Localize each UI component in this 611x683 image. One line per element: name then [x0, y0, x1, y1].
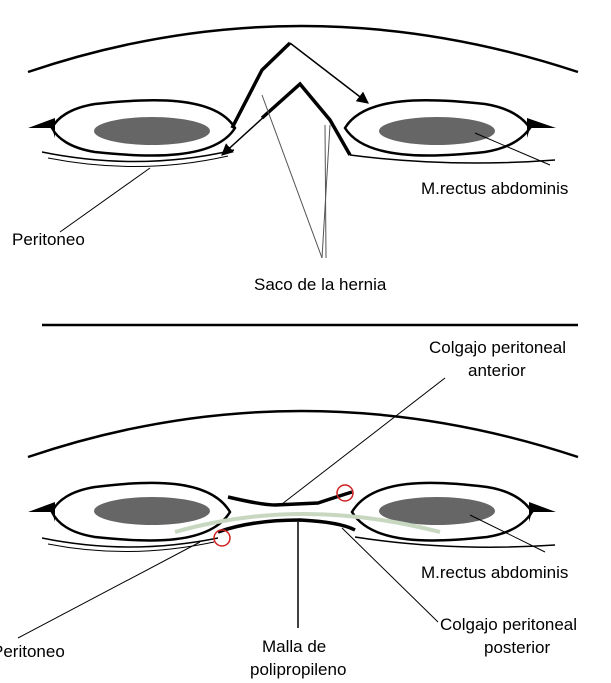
bottom-label-colgajo-anterior-2: anterior	[468, 361, 526, 380]
top-leader-saco-3	[325, 125, 326, 258]
bottom-anterior-flap	[228, 492, 352, 505]
bottom-skin-arc	[28, 411, 578, 457]
bottom-label-malla-1: Malla de	[262, 637, 326, 656]
top-arrow-right	[290, 43, 368, 103]
top-leader-saco-1	[262, 95, 322, 258]
top-left-lateral-point	[28, 118, 55, 138]
top-left-muscle	[94, 117, 210, 145]
bottom-right-lateral-point	[529, 502, 556, 522]
bottom-label-peritoneo: Peritoneo	[0, 642, 65, 661]
top-arrow-left	[222, 84, 300, 155]
top-leader-peritoneo	[60, 168, 150, 232]
top-right-muscle	[379, 117, 495, 145]
bottom-label-colgajo-anterior-1: Colgajo peritoneal	[429, 338, 566, 357]
top-label-rectus: M.rectus abdominis	[421, 179, 568, 198]
top-hernia-sac-outer	[232, 43, 290, 128]
top-peritoneum-right	[350, 155, 555, 163]
bottom-leader-peritoneo	[18, 542, 200, 638]
bottom-posterior-flap	[218, 520, 355, 532]
top-label-saco: Saco de la hernia	[254, 275, 387, 294]
top-skin-arc	[28, 26, 578, 72]
top-right-lateral-point	[527, 118, 556, 138]
top-label-peritoneo: Peritoneo	[12, 230, 85, 249]
bottom-label-malla-2: polipropileno	[250, 660, 346, 679]
bottom-left-muscle	[94, 497, 210, 525]
bottom-label-colgajo-posterior-2: posterior	[484, 638, 550, 657]
bottom-label-colgajo-posterior-1: Colgajo peritoneal	[440, 615, 577, 634]
bottom-panel: Colgajo peritoneal anterior M.rectus abd…	[0, 338, 578, 679]
bottom-left-lateral-point	[28, 502, 55, 522]
bottom-label-rectus: M.rectus abdominis	[421, 563, 568, 582]
top-hernia-sac-inner	[262, 84, 350, 155]
top-panel: M.rectus abdominis Peritoneo Saco de la …	[12, 26, 578, 294]
